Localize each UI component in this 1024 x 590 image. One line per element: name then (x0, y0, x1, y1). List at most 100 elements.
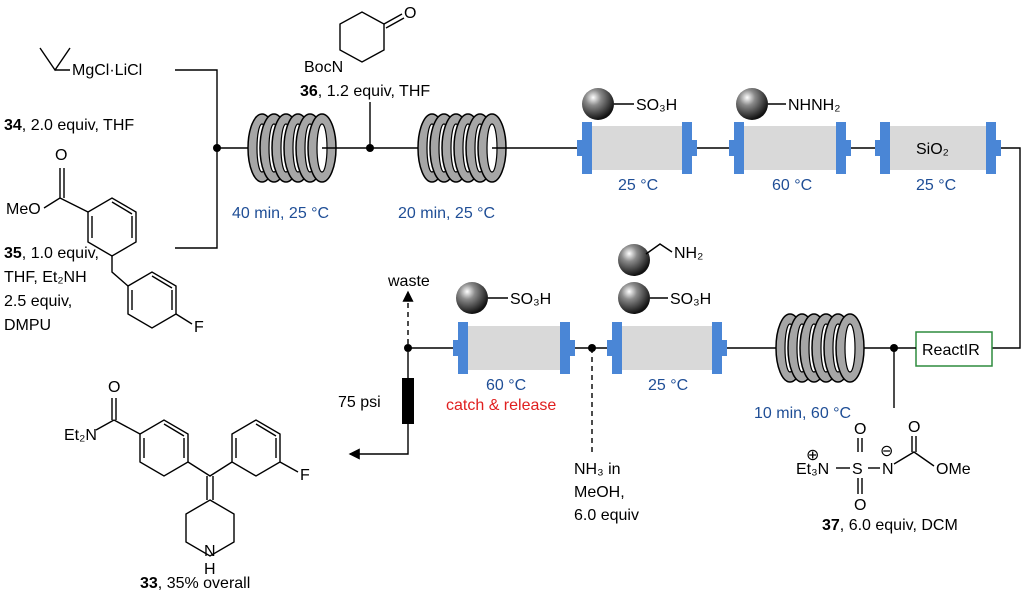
reactir-cell[interactable] (915, 331, 993, 367)
reagent-37-s: S (852, 461, 863, 478)
column-3[interactable] (875, 122, 1001, 174)
reagent-34-formula: MgCl·LiCl (72, 62, 142, 79)
reagent-36-oxo: O (404, 5, 416, 22)
column-5-temp: 60 °C (486, 377, 526, 394)
column-end-cap (560, 322, 570, 374)
column-end-cap (582, 122, 592, 174)
svg-text:37, 6.0 equiv, DCM: 37, 6.0 equiv, DCM (822, 517, 958, 534)
ester-bonds (43, 168, 89, 213)
column-body (890, 126, 986, 170)
resin-bead-icon (736, 88, 768, 120)
coil-reactor-3[interactable] (775, 313, 865, 383)
reagent-35-carbonyl-o: O (55, 147, 67, 164)
svg-text:36, 1.2 equiv, THF: 36, 1.2 equiv, THF (300, 83, 430, 100)
reagent-34: MgCl·LiCl 34, 2.0 equiv, THF (4, 47, 142, 134)
column-1-resin: SO₃H (636, 97, 677, 114)
t-mixer-1 (213, 144, 221, 152)
resin-bead-icon (618, 282, 650, 314)
column-body (468, 326, 560, 370)
column-body (622, 326, 712, 370)
svg-text:N: N (882, 461, 894, 478)
column-end-cap (986, 122, 996, 174)
coil-2-conditions: 20 min, 25 °C (398, 205, 495, 222)
column-5-resin: SO₃H (510, 291, 551, 308)
isopropyl-structure (39, 47, 71, 72)
reagent-34-id: 34 (4, 117, 22, 134)
column-2-resin: NHNH₂ (788, 97, 840, 114)
reagent-36-desc: , 1.2 equiv, THF (318, 83, 431, 100)
benzene-ring-a (87, 197, 137, 257)
piperidinone-ring (339, 11, 385, 63)
column-end-cap (458, 322, 468, 374)
resin-bead-icon (582, 88, 614, 120)
methylene-bridge (111, 256, 129, 287)
svg-text:O: O (108, 379, 120, 396)
column-5[interactable] (453, 322, 575, 374)
svg-text:MeOH,: MeOH, (574, 484, 625, 501)
svg-text:34, 2.0 equiv, THF: 34, 2.0 equiv, THF (4, 117, 134, 134)
back-pressure-regulator[interactable] (402, 378, 414, 424)
resin-bead-icon (618, 244, 650, 276)
column-1[interactable] (577, 122, 697, 174)
product-33: O Et₂N F N H 33, 35% overall (64, 379, 310, 590)
fluorophenyl-ring (231, 419, 281, 477)
coil-3-conditions: 10 min, 60 °C (754, 405, 851, 422)
svg-text:O: O (854, 497, 866, 514)
svg-text:O: O (854, 421, 866, 438)
column-end-cap (682, 122, 692, 174)
coil-reactor-2[interactable] (417, 113, 507, 183)
bpr-label: 75 psi (338, 394, 381, 411)
nh3-label: NH₃ in (574, 461, 621, 478)
column-5-note: catch & release (446, 397, 556, 414)
svg-text:OMe: OMe (936, 461, 971, 478)
resin-bead-icon (456, 282, 488, 314)
svg-text:N: N (204, 543, 216, 560)
benzene-ring-c (139, 419, 189, 477)
product-33-id: 33 (140, 575, 158, 590)
svg-text:35, 1.0 equiv,: 35, 1.0 equiv, (4, 245, 99, 262)
reagent-34-desc: , 2.0 equiv, THF (22, 117, 135, 134)
reactir-label: ReactIR (922, 342, 980, 359)
column-body (592, 126, 682, 170)
column-end-cap (712, 322, 722, 374)
piperidine-ring (185, 499, 235, 557)
coil-1-conditions: 40 min, 25 °C (232, 205, 329, 222)
column-end-cap (836, 122, 846, 174)
svg-text:O: O (908, 419, 920, 436)
column-1-temp: 25 °C (618, 177, 658, 194)
inlet-merge-line (175, 69, 248, 249)
column-4-resin-a: NH₂ (674, 245, 703, 262)
column-body (744, 126, 836, 170)
column-4-temp: 25 °C (648, 377, 688, 394)
reagent-37: ⊕ Et₃N S O O N ⊖ O OMe 37, 6.0 equiv, DC… (796, 419, 971, 534)
benzene-ring-b (127, 271, 177, 329)
t-splitter (404, 344, 412, 352)
column-end-cap (880, 122, 890, 174)
reagent-37-desc: , 6.0 equiv, DCM (840, 517, 958, 534)
column-2[interactable] (729, 122, 851, 174)
coil-reactor-1[interactable] (247, 113, 337, 183)
reagent-36: O BocN 36, 1.2 equiv, THF (300, 5, 430, 100)
svg-text:F: F (300, 467, 310, 484)
reagent-36-id: 36 (300, 83, 318, 100)
product-33-desc: , 35% overall (158, 575, 251, 590)
reagent-35-fluoro: F (194, 319, 204, 336)
column-4[interactable] (607, 322, 727, 374)
svg-text:THF, Et₂NH: THF, Et₂NH (4, 269, 87, 286)
svg-text:2.5 equiv,: 2.5 equiv, (4, 293, 72, 310)
waste-label: waste (387, 273, 430, 290)
reagent-36-bocn: BocN (304, 59, 343, 76)
column-2-temp: 60 °C (772, 177, 812, 194)
reagent-35: MeO O F 35, 1.0 equiv, THF, Et₂NH 2.5 eq… (4, 147, 204, 336)
column-3-resin: SiO₂ (916, 141, 949, 158)
reagent-37-plus: ⊕ (806, 447, 819, 464)
svg-text:⊖: ⊖ (880, 443, 893, 460)
svg-text:H: H (204, 561, 216, 578)
reagent-37-et3n: Et₃N (796, 461, 829, 478)
column-end-cap (612, 322, 622, 374)
column-end-cap (734, 122, 744, 174)
svg-text:33, 35% overall: 33, 35% overall (140, 575, 250, 590)
product-amide: Et₂N (64, 427, 97, 444)
svg-text:6.0 equiv: 6.0 equiv (574, 507, 639, 524)
